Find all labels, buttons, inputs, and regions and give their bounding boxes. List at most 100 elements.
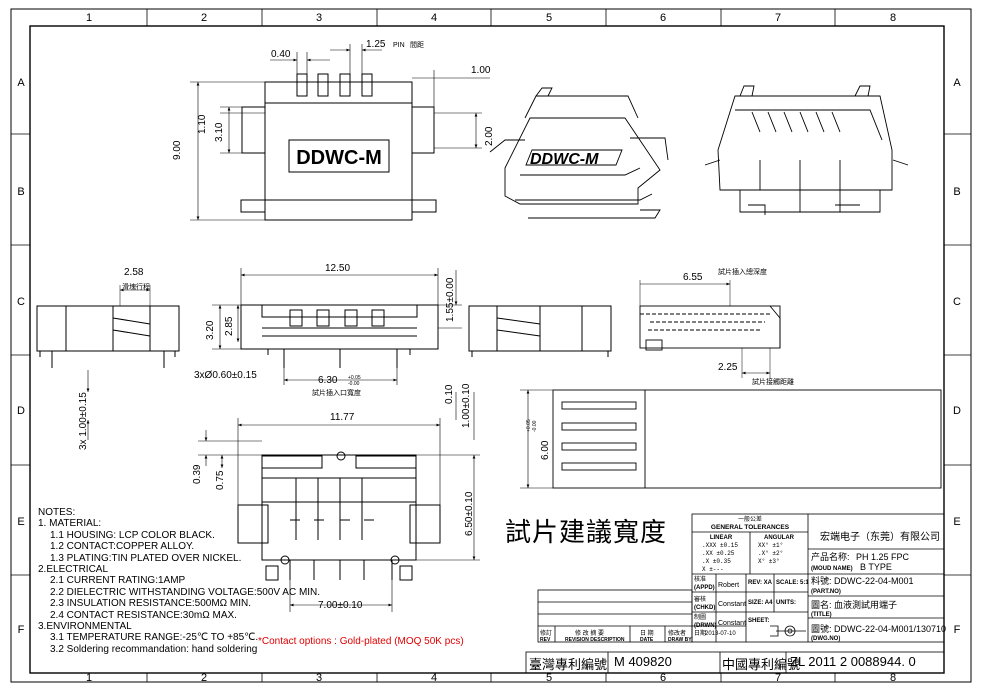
dim-6-55: 6.55 bbox=[683, 272, 703, 283]
drawing-frame bbox=[10, 8, 972, 683]
linear-row-4: X ±--- bbox=[702, 566, 724, 573]
title-label-cn: 圖名: bbox=[811, 599, 832, 610]
dim-6-30: 6.30 bbox=[318, 375, 338, 386]
note-soldering: 3.2 Soldering recommandation: hand solde… bbox=[50, 643, 258, 655]
col-label-8-bottom: 8 bbox=[890, 672, 896, 684]
dim-9-00: 9.00 bbox=[172, 140, 183, 160]
top-view-dims bbox=[190, 44, 490, 221]
row-label-c-right: C bbox=[953, 296, 961, 308]
dwg-label: (DWG.NO) bbox=[811, 636, 840, 642]
note-electrical: 2.ELECTRICAL bbox=[38, 564, 109, 576]
drwn-label: (DRWN) bbox=[694, 623, 717, 629]
note-resistance: 2.4 CONTACT RESISTANCE:30mΩ MAX. bbox=[50, 609, 237, 621]
col-label-6-bottom: 6 bbox=[660, 672, 666, 684]
contact-options-note: *Contact options : Gold-plated (MOQ 50K … bbox=[258, 636, 464, 647]
row-label-d-right: D bbox=[953, 405, 961, 417]
top-view-logo: DDWC-M bbox=[296, 147, 382, 169]
dim-3-10: 3.10 bbox=[214, 122, 225, 142]
note-contact: 1.2 CONTACT:COPPER ALLOY. bbox=[50, 541, 195, 553]
angular-row-3: X° ±3° bbox=[758, 558, 780, 565]
pin-label: PIN bbox=[393, 42, 405, 49]
title-block bbox=[525, 513, 945, 674]
tol-header-cn: 一般公差 bbox=[738, 515, 762, 523]
dim-2-25: 2.25 bbox=[718, 362, 738, 373]
dim-6-00-tol-dn: -0.00 bbox=[532, 420, 538, 432]
insert-depth-cn: 試片插入總深度 bbox=[718, 267, 767, 276]
col-label-7-bottom: 7 bbox=[775, 672, 781, 684]
dwg-no: DDWC-22-04-M001/130710 bbox=[834, 624, 946, 634]
dim-2-85: 2.85 bbox=[224, 316, 235, 336]
date-label: 日期 bbox=[694, 629, 706, 637]
strip-width-title: 試片建議寬度 bbox=[505, 518, 668, 548]
row-label-b: B bbox=[17, 186, 24, 198]
appd-cn: 核准 bbox=[694, 575, 706, 583]
vertical-dims-text: 3x 1.00±0.15 0.10 1.00±0.10 bbox=[78, 383, 472, 450]
note-header: NOTES: bbox=[38, 507, 76, 518]
tol-header: GENERAL TOLERANCES bbox=[711, 524, 790, 531]
drawby-col-cn: 修改者 bbox=[668, 629, 686, 637]
note-plating: 1.3 PLATING:TIN PLATED OVER NICKEL. bbox=[50, 552, 242, 564]
iso-view-back bbox=[704, 85, 909, 215]
row-label-a: A bbox=[17, 77, 25, 89]
col-label-2-bottom: 2 bbox=[201, 672, 207, 684]
col-label-3-bottom: 3 bbox=[316, 672, 322, 684]
rev-col-cn: 修訂 bbox=[540, 629, 552, 637]
units-field: UNITS: bbox=[776, 600, 796, 606]
right-side-view bbox=[468, 305, 612, 357]
dim-0-10: 0.10 bbox=[444, 384, 455, 404]
row-label-a-right: A bbox=[953, 77, 961, 89]
col-label-7: 7 bbox=[775, 12, 781, 24]
dim-1-10: 1.10 bbox=[197, 114, 208, 134]
note-housing: 1.1 HOUSING: LCP COLOR BLACK. bbox=[50, 529, 215, 541]
note-material: 1. MATERIAL: bbox=[38, 518, 102, 530]
col-label-4: 4 bbox=[431, 12, 437, 24]
dim-11-77: 11.77 bbox=[330, 412, 355, 423]
front-view-dims bbox=[212, 268, 462, 385]
linear-row-1: .XXX ±0.15 bbox=[702, 542, 738, 549]
cn-patent-no: ZL 2011 2 0088944. 0 bbox=[790, 654, 916, 669]
dim-6-30-tol-dn: -0.00 bbox=[348, 381, 360, 387]
pitch-cn: 間距 bbox=[410, 41, 424, 49]
dim-6-00-tol-up: +0.05 bbox=[526, 419, 532, 432]
slider-stroke-cn: 滑塊行程 bbox=[122, 282, 150, 291]
col-label-5-bottom: 5 bbox=[546, 672, 552, 684]
vertical-dims bbox=[86, 370, 475, 440]
note-temperature: 3.1 TEMPERATURE RANGE:-25℃ TO +85℃. bbox=[50, 632, 259, 644]
dim-2-00: 2.00 bbox=[484, 126, 495, 146]
desc-col: REVISION DESCRIPTION bbox=[565, 637, 625, 643]
dim-0-75: 0.75 bbox=[215, 470, 226, 490]
section-view bbox=[639, 280, 781, 378]
desc-col-cn: 修 改 摘 要 bbox=[575, 629, 604, 637]
dim-1-00-vert: 1.00±0.10 bbox=[461, 383, 472, 428]
dim-0-40: 0.40 bbox=[271, 49, 291, 60]
appd-label: (APPD) bbox=[694, 585, 715, 591]
left-side-view bbox=[36, 285, 180, 368]
row-label-c: C bbox=[17, 296, 25, 308]
chkd-name: Constant bbox=[718, 601, 746, 608]
dim-1-25: 1.25 bbox=[366, 39, 386, 50]
product-name: PH 1.25 FPC bbox=[856, 552, 910, 562]
drwn-name: Constant bbox=[718, 620, 746, 627]
insert-width-cn: 試片插入口寬度 bbox=[312, 388, 361, 397]
date-value: 2013-07-10 bbox=[705, 631, 736, 637]
part-label: (PART.NO) bbox=[811, 589, 841, 595]
tw-patent-label: 臺灣專利編號 bbox=[529, 657, 608, 672]
product-type: B TYPE bbox=[860, 562, 892, 572]
note-environmental: 3.ENVIRONMENTAL bbox=[38, 621, 132, 633]
row-label-e-right: E bbox=[953, 516, 960, 528]
dim-6-50: 6.50±0.10 bbox=[464, 491, 475, 536]
note-insulation: 2.3 INSULATION RESISTANCE:500MΩ MIN. bbox=[50, 598, 252, 610]
rev-col: REV bbox=[540, 637, 551, 643]
dim-1-00: 1.00 bbox=[471, 65, 491, 76]
col-label-6: 6 bbox=[660, 12, 666, 24]
title-block-text: 一般公差 GENERAL TOLERANCES LINEAR ANGULAR .… bbox=[540, 515, 946, 643]
row-label-f-right: F bbox=[954, 624, 961, 636]
col-label-3: 3 bbox=[316, 12, 322, 24]
drwn-cn: 制圖 bbox=[694, 613, 706, 621]
footprint-view bbox=[237, 451, 441, 581]
note-voltage: 2.2 DIELECTRIC WITHSTANDING VOLTAGE:500V… bbox=[50, 586, 321, 598]
dim-6-00: 6.00 bbox=[540, 440, 551, 460]
date-col-cn: 日 期 bbox=[640, 629, 654, 637]
top-view-dim-text: 0.40 1.25 PIN 間距 1.00 9.00 1.10 3.10 2.0… bbox=[172, 39, 495, 160]
